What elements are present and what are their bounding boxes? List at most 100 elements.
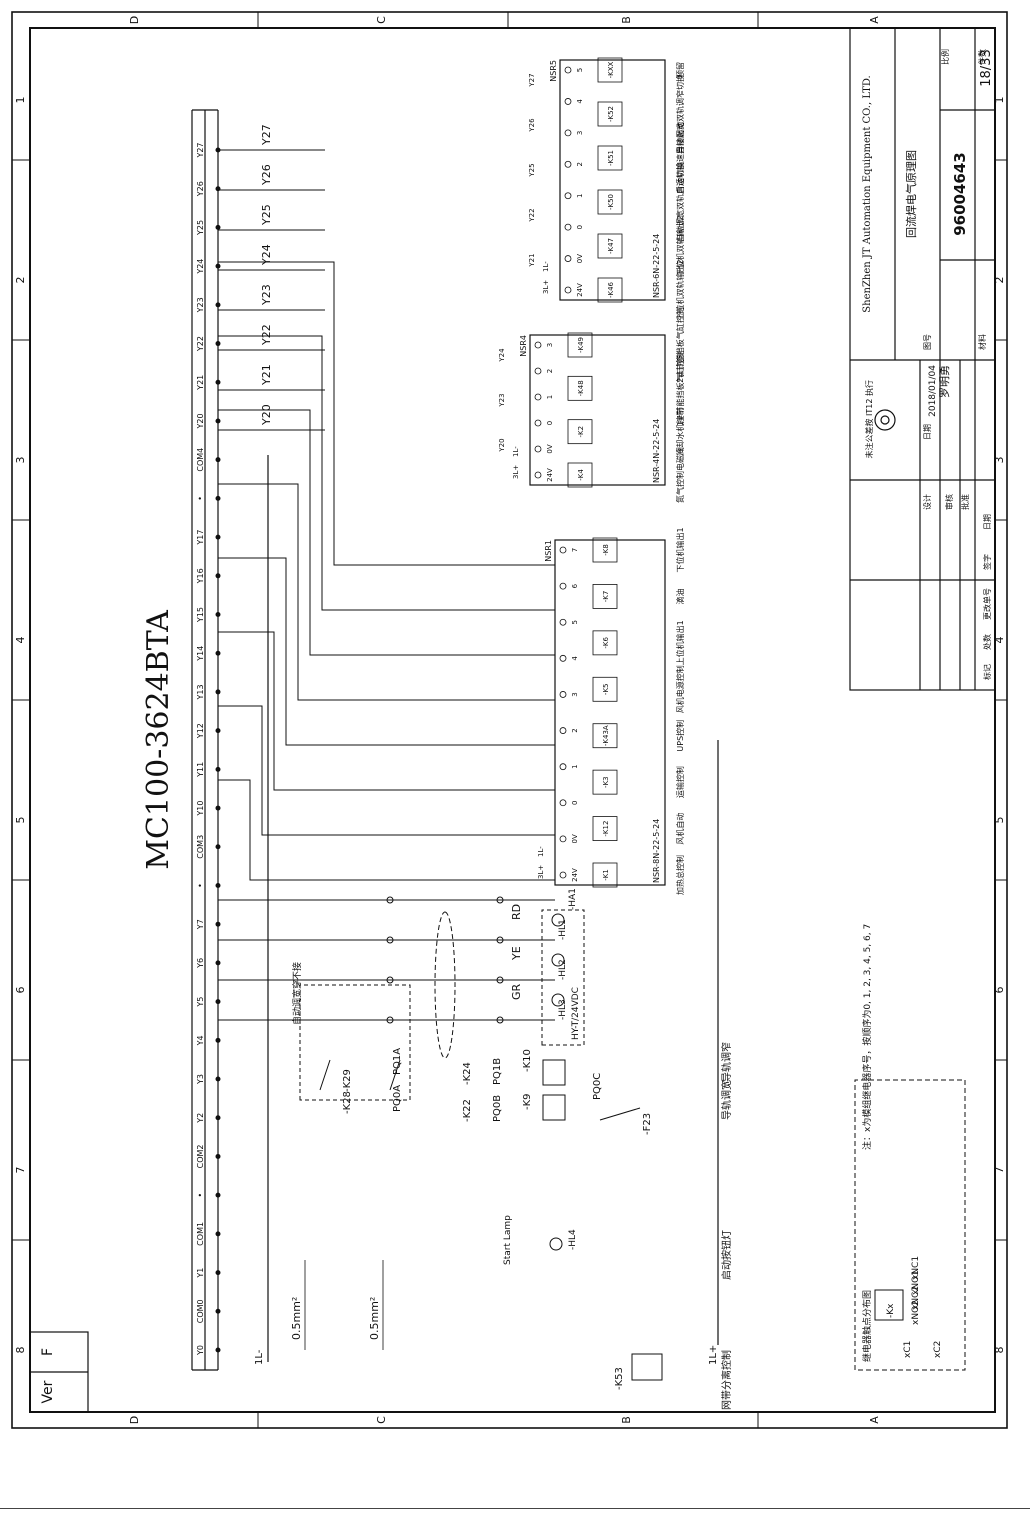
lamp-tag-ha1: -HA1 xyxy=(568,888,578,910)
caption-rail-narrow: 导轨调窄 xyxy=(720,1042,733,1082)
wire-size-label-1: 0.5mm² xyxy=(290,1297,303,1340)
plc-terminal-22: • xyxy=(196,496,205,501)
label-review: 审核 xyxy=(944,494,954,510)
module-1-pin-1 xyxy=(534,445,542,453)
module-2-relay-box-1 xyxy=(597,233,623,259)
plc-terminal-tap-4 xyxy=(215,1192,221,1198)
module-1-pin-4 xyxy=(534,367,542,375)
zone-number-5-right: 5 xyxy=(993,817,1006,824)
plc-terminal-29: Y25 xyxy=(196,220,205,236)
note-title: 继电器触点分布图 xyxy=(861,1290,873,1362)
lamp-model: HY-T/24VDC xyxy=(571,987,581,1040)
plc-terminal-tap-23 xyxy=(215,457,221,463)
indicator-lamps xyxy=(434,909,585,1059)
module-2-pin-label-1: 0V xyxy=(576,254,584,263)
module-2-pin-label-3: 1 xyxy=(576,193,584,197)
y1-wire-0 xyxy=(218,779,555,881)
module-2-relay-2: -K50 xyxy=(607,194,615,210)
module-2-pin-7 xyxy=(564,66,572,74)
plc-terminal-10: Y6 xyxy=(196,958,205,969)
y2-label-3: Y23 xyxy=(260,284,273,306)
module-0-caption-7: 下位机输出1 xyxy=(675,527,685,572)
module-1-caption-0: 氮气控制电磁阀 xyxy=(675,447,685,503)
label-material: 材料 xyxy=(977,334,987,350)
plc-terminal-tap-24 xyxy=(215,418,221,424)
module-2-caption-3: 后运轨输速异接起动 xyxy=(675,122,685,194)
module-0-caption-3: UPS控制 xyxy=(675,720,685,752)
module-0-pin-label-6: 4 xyxy=(571,656,579,661)
module-0-caption-5: 上位机输出1 xyxy=(675,620,685,665)
module-2-caption-5: 预留 xyxy=(675,62,685,78)
auto-adjust-note: 自动调宽穿不接 xyxy=(291,962,303,1025)
zone-number-4-left: 4 xyxy=(14,637,27,644)
module-0-pin-0 xyxy=(559,871,567,879)
module-1-rail-0: 3L+ xyxy=(512,465,520,479)
plc-terminal-tap-28 xyxy=(215,263,221,269)
plc-terminal-21: Y17 xyxy=(196,530,205,546)
module-1-relay-3: -K49 xyxy=(577,337,585,353)
plc-terminal-tap-11 xyxy=(215,921,221,927)
zone-letter-c-top: C xyxy=(375,16,388,24)
company-name: ShenZhen JT Automation Equipment CO., LT… xyxy=(862,75,873,312)
plc-terminal-14: Y10 xyxy=(196,801,205,817)
module-0-relay-5: -K6 xyxy=(602,637,610,649)
plc-terminal-17: Y13 xyxy=(196,684,205,700)
module-box-2 xyxy=(559,59,666,301)
module-0-pin-6 xyxy=(559,654,567,662)
module-0-caption-2: 运输控制 xyxy=(675,766,685,798)
footer-rule xyxy=(0,1508,1030,1509)
plc-terminal-tap-12 xyxy=(215,882,221,888)
plc-terminal-tap-21 xyxy=(215,534,221,540)
plc-terminal-0: Y0 xyxy=(196,1345,205,1356)
module-0-caption-6: 滴油 xyxy=(675,588,685,604)
rail-1l-plus-label: 1L+ xyxy=(708,1345,719,1365)
lamp-symbol-2 xyxy=(551,913,565,927)
plc-terminal-tap-20 xyxy=(215,573,221,579)
module-2-pin-4 xyxy=(564,160,572,168)
module-0-pin-label-7: 5 xyxy=(571,620,579,624)
lamp-color-ye: YE xyxy=(510,946,523,961)
label-mark: 标记 xyxy=(982,664,992,680)
label-drawing-no: 图号 xyxy=(923,334,932,350)
module-0-caption-0: 加热总控制 xyxy=(675,855,685,895)
module-1-input-1: Y23 xyxy=(498,393,506,407)
relay-block xyxy=(299,984,663,1381)
zone-number-7-right: 7 xyxy=(993,1167,1006,1174)
module-1-pin-3 xyxy=(534,393,542,401)
sheet-number: 18/33 xyxy=(979,49,994,86)
start-lamp-symbol xyxy=(549,1237,563,1251)
zone-letter-c-bottom: C xyxy=(375,1416,388,1424)
plc-terminal-tap-17 xyxy=(215,689,221,695)
module-0-relay-box-2 xyxy=(592,769,618,795)
module-1-relay-box-3 xyxy=(567,332,593,358)
plc-terminal-28: Y24 xyxy=(196,259,205,275)
plc-terminal-tap-18 xyxy=(215,650,221,656)
module-2-input-1: Y22 xyxy=(528,208,536,222)
lamp-wire-node-0 xyxy=(386,1016,394,1024)
contact-pq0c: PQ0C xyxy=(592,1073,603,1100)
lamp-wire-node2-0 xyxy=(496,1016,504,1024)
module-2-pin-label-5: 3 xyxy=(576,131,584,135)
plc-terminal-tap-22 xyxy=(215,495,221,501)
plc-terminal-6: Y2 xyxy=(196,1113,205,1124)
plc-model-title: MC100-3624BTA xyxy=(141,610,176,870)
module-1-input-2: Y24 xyxy=(498,348,506,363)
version-value: F xyxy=(40,1348,56,1356)
plc-terminal-16: Y12 xyxy=(196,723,205,739)
contact-pq0a: PQ0A xyxy=(392,1085,403,1112)
module-1-caption-3: 2#节能挡板气缸控制 xyxy=(675,307,685,383)
module-0-relay-3: -K43A xyxy=(602,725,610,746)
module-0-pin-1 xyxy=(559,835,567,843)
module-1-relay-box-1 xyxy=(567,419,593,445)
zone-number-2-left: 2 xyxy=(14,277,27,284)
y2-label-4: Y24 xyxy=(260,244,273,266)
zone-number-6-right: 6 xyxy=(993,987,1006,994)
nsr-modules: NSR1NSR-8N-22-5-2424V0V01234567-K1-K12-K… xyxy=(498,57,685,895)
module-0-relay-6: -K7 xyxy=(602,591,610,603)
module-0-rail-1: 1L- xyxy=(537,846,545,857)
plc-terminal-tap-6 xyxy=(215,1115,221,1121)
plc-terminal-20: Y16 xyxy=(196,568,205,584)
module-1-pin-0 xyxy=(534,471,542,479)
designer-name: 罗明勇 xyxy=(938,365,951,398)
module-part-1: NSR-4N-22-5-24 xyxy=(652,419,661,483)
